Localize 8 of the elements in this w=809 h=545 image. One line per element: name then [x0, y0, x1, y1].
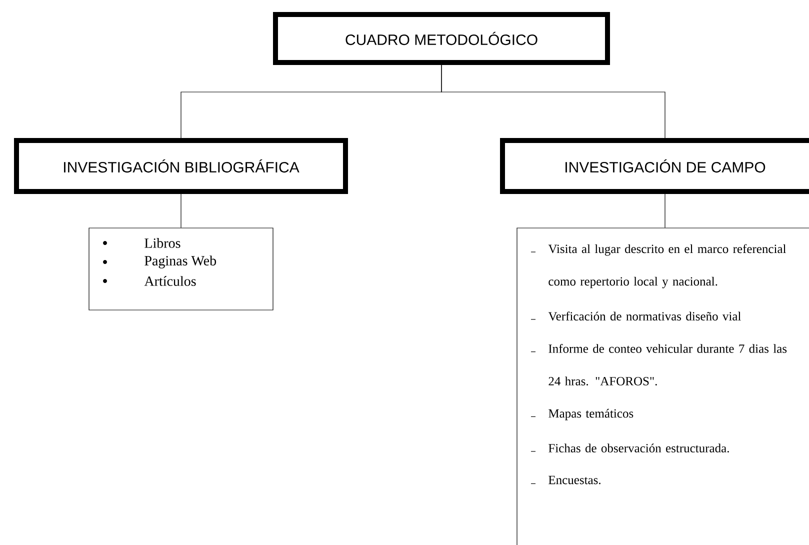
connector-line — [441, 64, 666, 138]
title-box: INVESTIGACIÓN BIBLIOGRÁFICA — [14, 138, 348, 194]
list-box: Libros Paginas Web Artículos — [88, 228, 274, 310]
list-box: Visita al lugar descrito en el marco referencial como repertorio local y nacional. Verficación de normativas diseño vial Informe de conteo vehicular durante 7 dias las 24 hras. "AFOROS". Mapas temáticos Fichas de observación estructurada. Encuestas. — [516, 228, 809, 545]
title-box: CUADRO METODOLÓGICO — [273, 12, 610, 65]
connector-line — [664, 194, 666, 228]
connector-line — [180, 194, 182, 228]
title-box: INVESTIGACIÓN DE CAMPO — [500, 138, 809, 194]
